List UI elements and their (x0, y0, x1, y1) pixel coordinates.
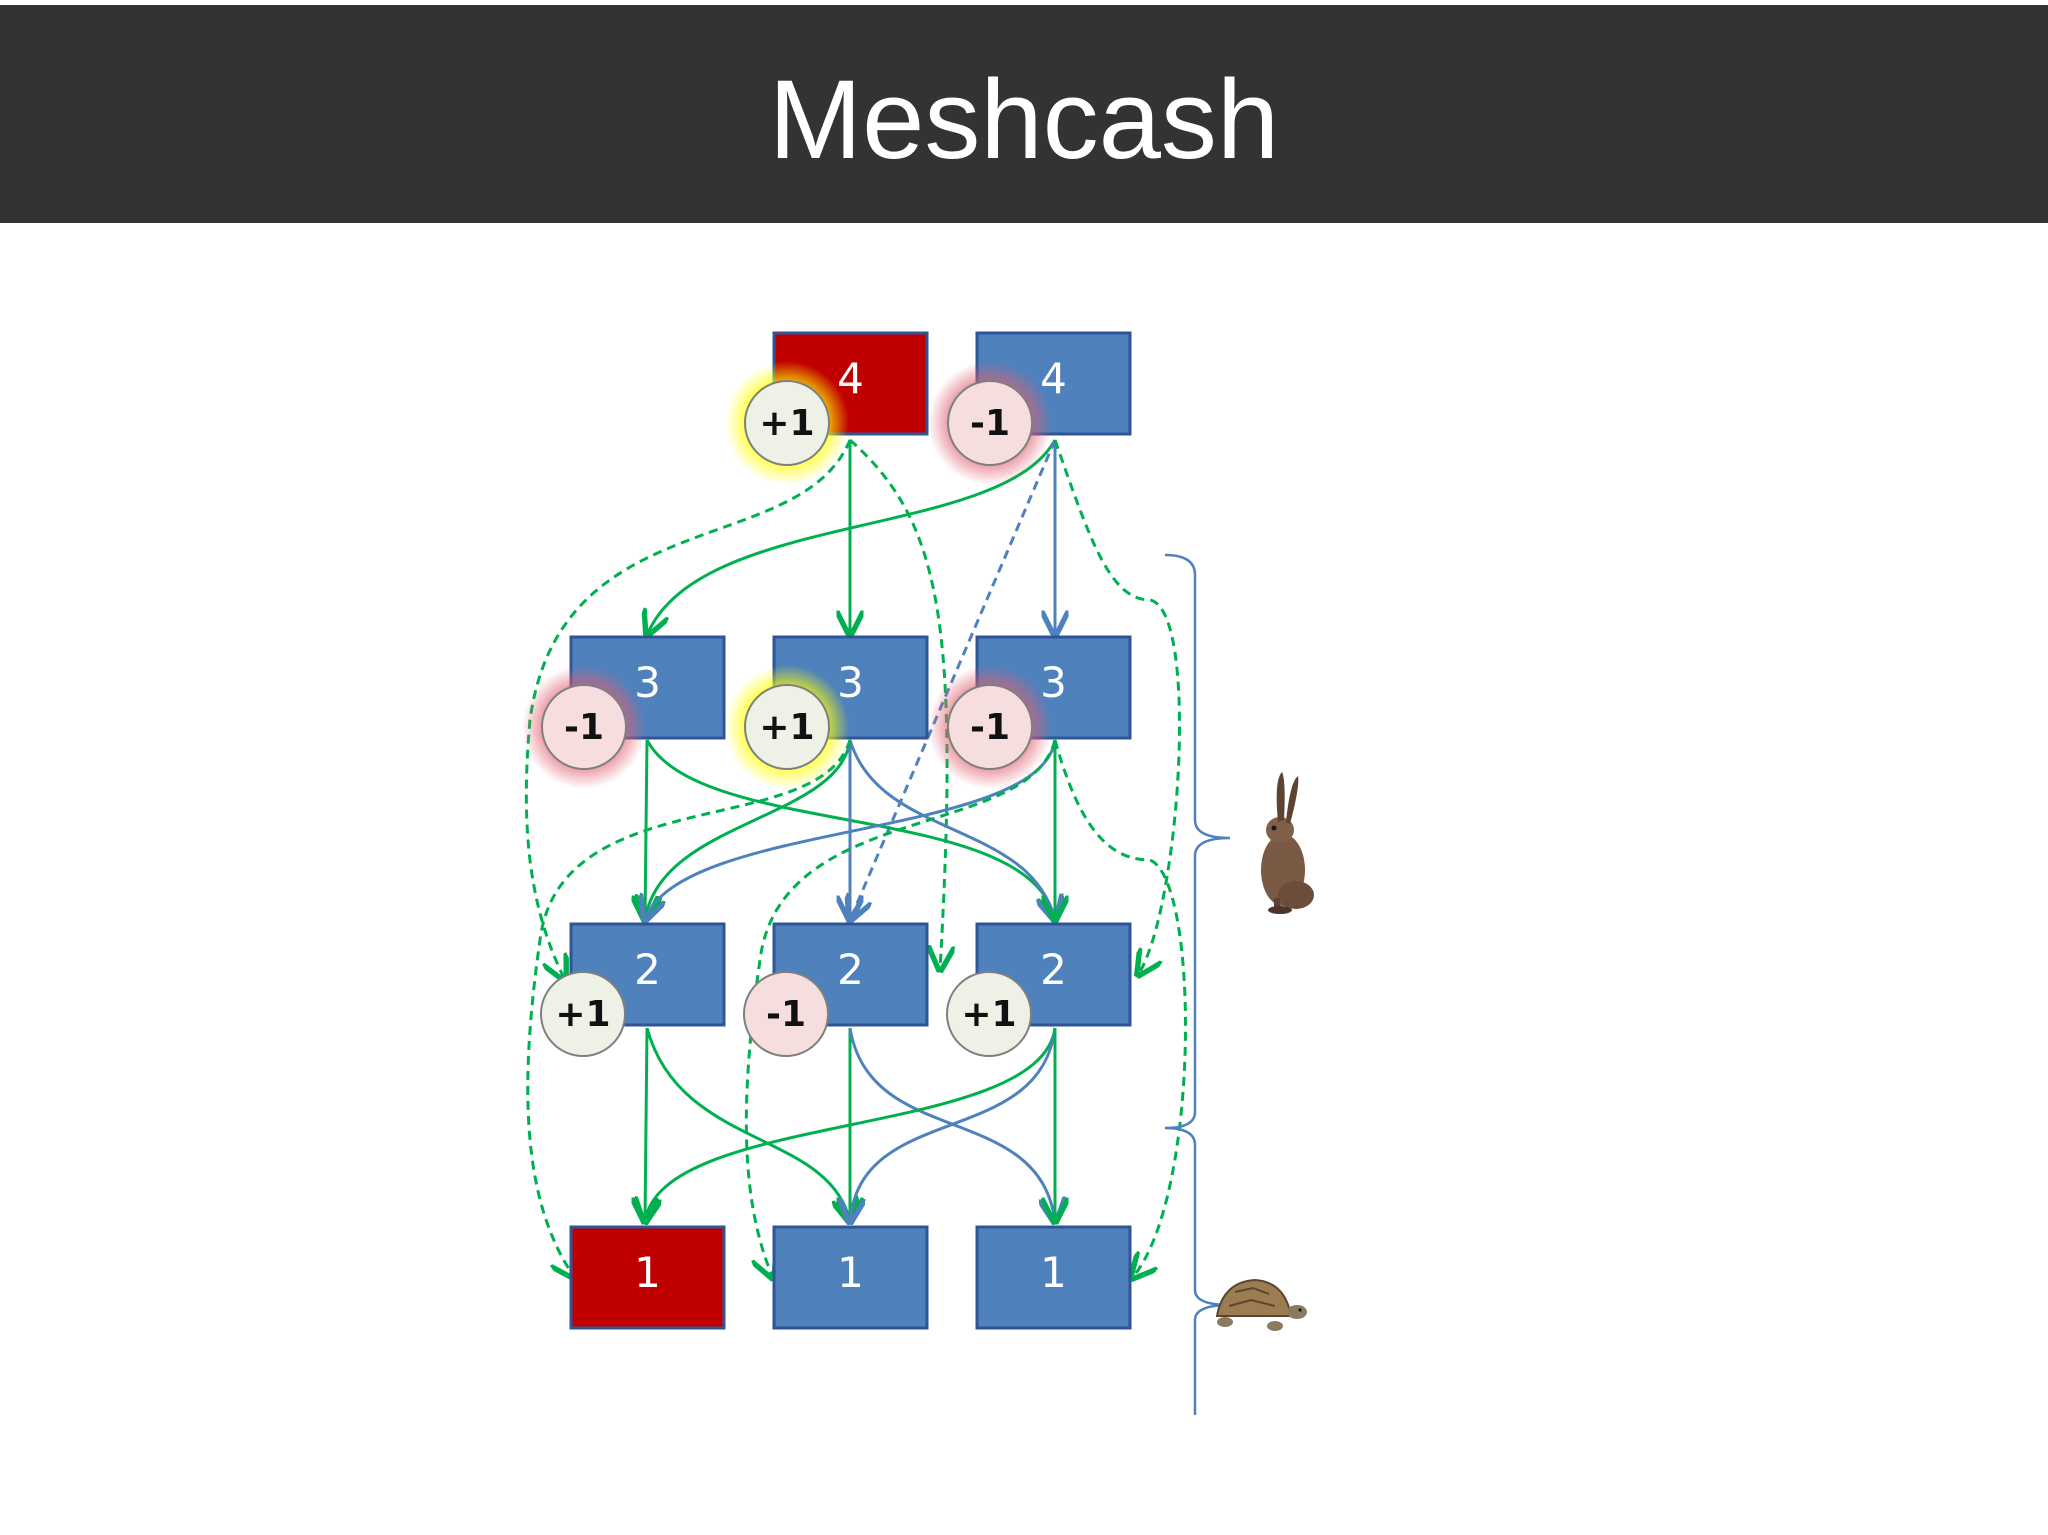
edge (848, 739, 1055, 920)
vote-badge: +1 (946, 971, 1032, 1057)
edge (645, 739, 1057, 920)
block-rect (569, 1225, 726, 1330)
edges-layer (524, 438, 1187, 1278)
vote-badge: -1 (743, 971, 829, 1057)
block-label: 1 (837, 1248, 864, 1297)
hare-icon (1261, 772, 1314, 914)
block: 1 (772, 1225, 929, 1330)
badge-circle (947, 380, 1033, 466)
badge-value: +1 (759, 707, 814, 748)
edge (849, 438, 947, 970)
block: 3+1 (725, 635, 929, 789)
block-label: 2 (634, 945, 661, 994)
edge (645, 1027, 850, 1222)
badge-circle (743, 971, 829, 1057)
edge (850, 1027, 1057, 1222)
edge (645, 1027, 1057, 1222)
badge-value: +1 (759, 403, 814, 444)
badge-circle (744, 684, 830, 770)
block-label: 2 (1040, 945, 1067, 994)
block-label: 2 (837, 945, 864, 994)
vote-badge: -1 (522, 665, 646, 789)
block: 2 +1 (946, 922, 1132, 1057)
block: 4-1 (928, 331, 1132, 485)
badge-value: -1 (970, 403, 1010, 444)
edge (1053, 439, 1181, 975)
vote-badge: -1 (928, 361, 1052, 485)
vote-badge: +1 (540, 971, 626, 1057)
block: 1 (975, 1225, 1132, 1330)
block: 2 +1 (540, 922, 726, 1057)
tortoise-icon (1215, 1278, 1307, 1331)
layer-bracket (1164, 553, 1231, 1415)
block-label: 1 (1040, 1248, 1067, 1297)
badge-value: -1 (766, 994, 806, 1035)
badge-circle (947, 684, 1033, 770)
badge-circle (744, 380, 830, 466)
slide-title: Meshcash (768, 57, 1280, 182)
block-rect (772, 1225, 929, 1330)
block: 3-1 (522, 635, 726, 789)
edge (744, 739, 1057, 1278)
edge (645, 739, 852, 920)
edge (645, 739, 1055, 920)
edge (526, 739, 852, 1278)
badge-value: -1 (564, 707, 604, 748)
blocks-layer: 4+14-1 3-13+13-1 2 +1 2 -1 2 +1 1 1 1 (522, 331, 1132, 1330)
title-bar: Meshcash (0, 5, 2048, 223)
block: 1 (569, 1225, 726, 1330)
vote-badge: +1 (725, 361, 849, 485)
block: 4+1 (725, 331, 929, 485)
vote-badge: -1 (928, 665, 1052, 789)
block-label: 1 (634, 1248, 661, 1297)
edge (645, 1027, 647, 1222)
vote-badge: +1 (725, 665, 849, 789)
block: 2 -1 (743, 922, 929, 1057)
block: 3-1 (928, 635, 1132, 789)
badge-circle (540, 971, 626, 1057)
edge (524, 439, 852, 980)
badge-circle (541, 684, 627, 770)
badge-circle (946, 971, 1032, 1057)
block-rect (975, 1225, 1132, 1330)
badge-value: +1 (961, 994, 1016, 1035)
badge-value: -1 (970, 707, 1010, 748)
badge-value: +1 (555, 994, 610, 1035)
